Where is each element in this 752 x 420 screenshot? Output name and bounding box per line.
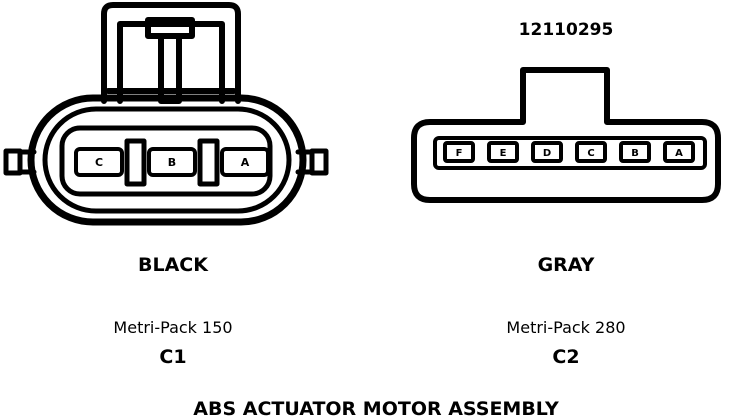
- connector-c2-drawing: [411, 67, 721, 203]
- c1-pin-b-label: B: [168, 156, 176, 169]
- c2-pin-a-label: A: [675, 148, 683, 159]
- c1-pin-labels: C B A: [95, 156, 250, 169]
- c2-cavities: [443, 141, 695, 163]
- c2-pin-d-label: D: [543, 148, 551, 159]
- c1-pin-a-label: A: [241, 156, 250, 169]
- c2-pin-housing: [433, 136, 707, 170]
- c1-cavities: [74, 138, 270, 187]
- c1-type-label: Metri-Pack 150: [113, 318, 233, 337]
- c2-pin-labels: F E D C B A: [456, 148, 684, 159]
- c1-pin-c-label: C: [95, 156, 103, 169]
- c2-pin-b-label: B: [631, 148, 639, 159]
- c1-color-label: BLACK: [138, 254, 208, 276]
- c2-pin-f-label: F: [456, 148, 463, 159]
- c2-color-label: GRAY: [537, 254, 595, 276]
- c2-designation: C2: [552, 346, 580, 368]
- diagram-title: ABS ACTUATOR MOTOR ASSEMBLY: [193, 398, 559, 420]
- c2-pin-c-label: C: [587, 148, 594, 159]
- connector-c1-drawing: [3, 2, 329, 226]
- c1-latch: [101, 2, 241, 104]
- c2-body: [411, 67, 721, 203]
- c1-designation: C1: [159, 346, 187, 368]
- c2-type-label: Metri-Pack 280: [506, 318, 626, 337]
- c2-pin-e-label: E: [500, 148, 507, 159]
- c2-part-number: 12110295: [518, 20, 614, 40]
